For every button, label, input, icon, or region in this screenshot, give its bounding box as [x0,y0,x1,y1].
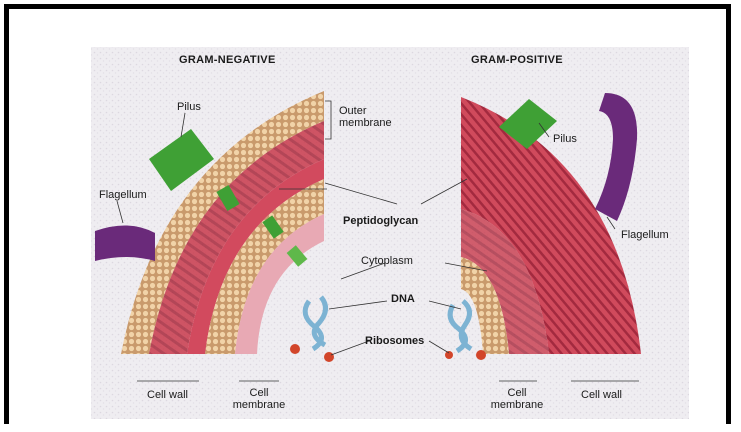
ribosomes-label: Ribosomes [365,335,424,347]
cell-membrane-left-label: Cell membrane [231,387,287,411]
outer-membrane-label: Outer membrane [339,105,392,129]
dna-label: DNA [391,293,415,305]
flagellum-left-shape [95,225,155,261]
peptidoglycan-label: Peptidoglycan [343,215,418,227]
pilus-right-label: Pilus [553,133,577,145]
cell-membrane-right-label: Cell membrane [487,387,547,411]
gram-negative-title: GRAM-NEGATIVE [179,54,276,66]
flagellum-left-label: Flagellum [99,189,147,201]
figure-frame: GRAM-NEGATIVE GRAM-POSITIVE Outer membra… [4,4,731,424]
ribosome-dot [324,352,334,362]
gram-positive-title: GRAM-POSITIVE [471,54,563,66]
flagellum-right-label: Flagellum [621,229,669,241]
cell-wall-left-label: Cell wall [147,389,188,401]
pilus-left-label: Pilus [177,101,201,113]
ribosome-dot [290,344,300,354]
cytoplasm-label: Cytoplasm [361,255,413,267]
cell-wall-right-label: Cell wall [581,389,622,401]
ribosome-dot [445,351,453,359]
ribosome-dot [476,350,486,360]
